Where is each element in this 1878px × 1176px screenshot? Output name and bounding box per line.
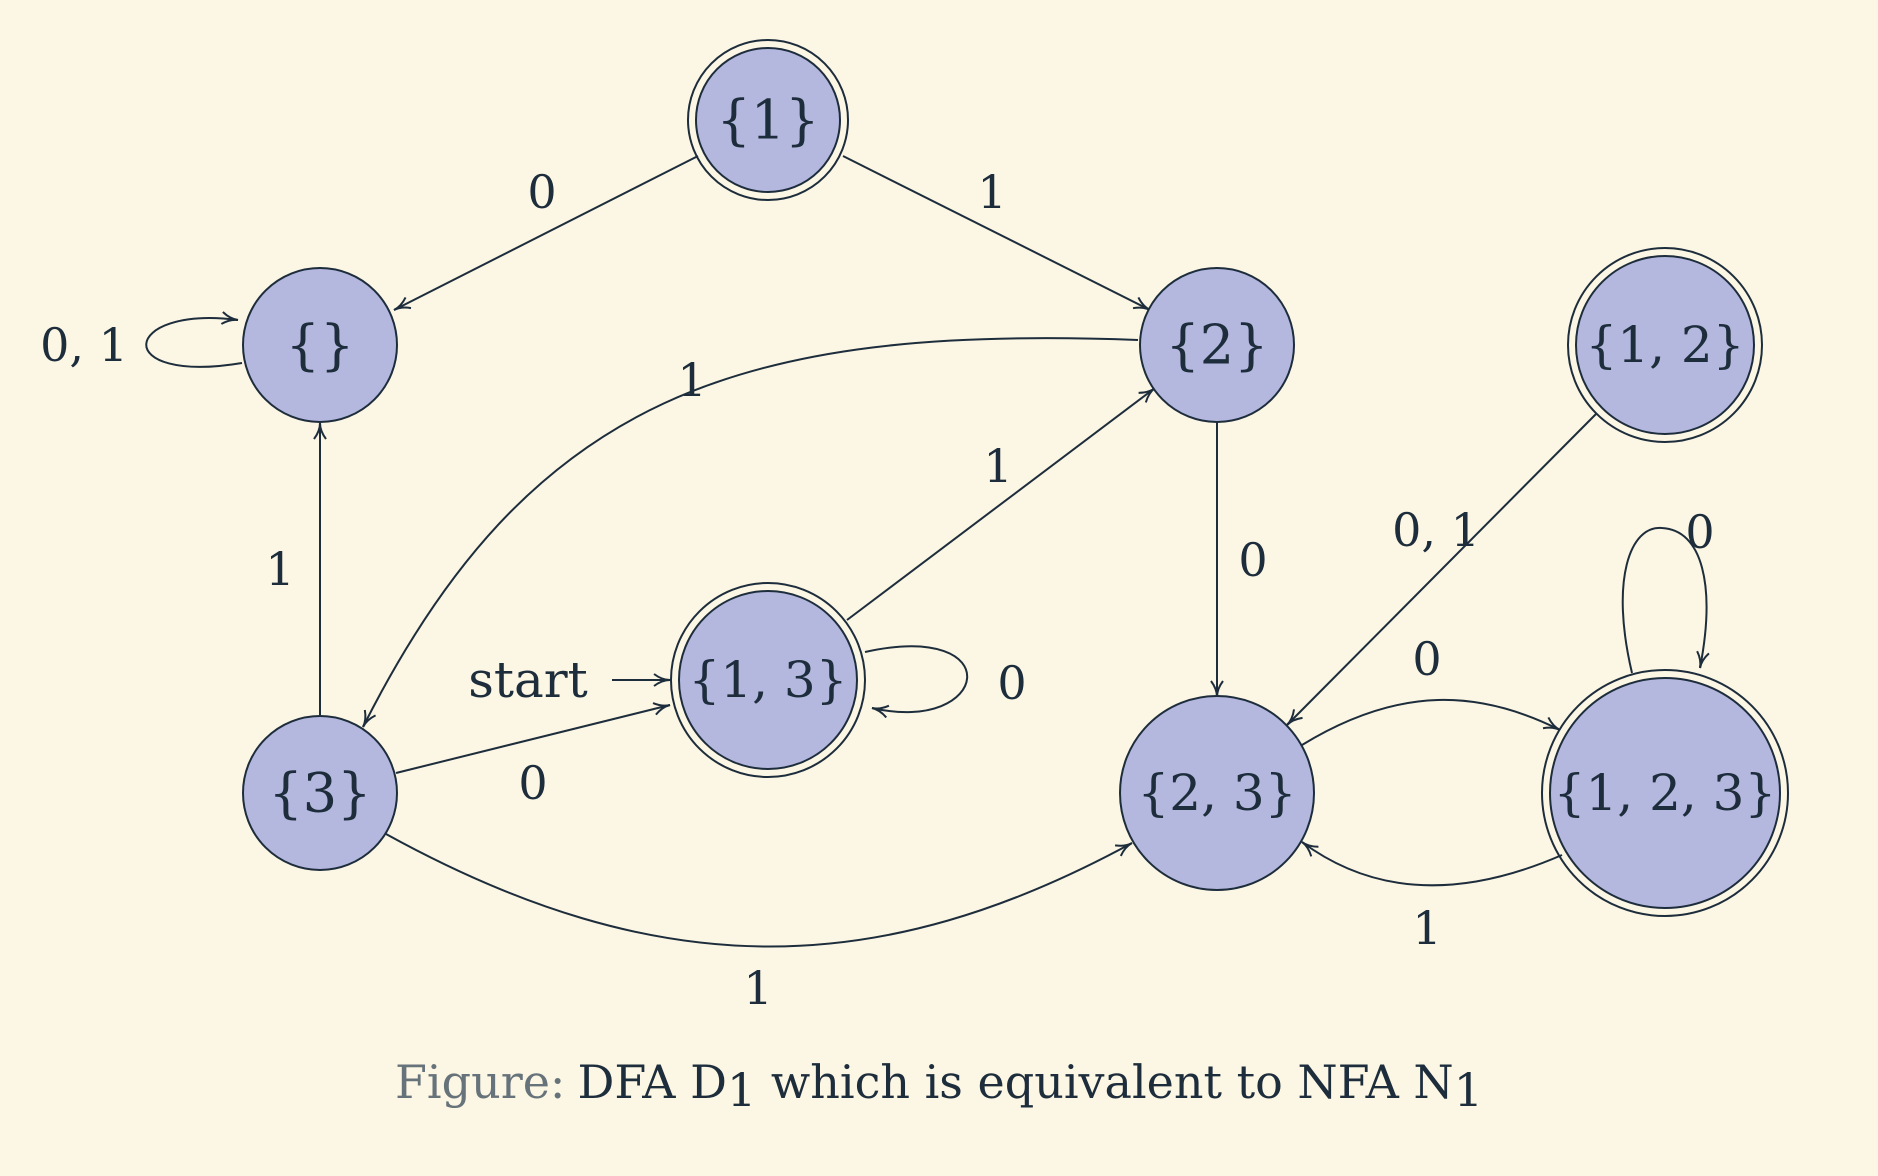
figure-caption: Figure:DFA D1 which is equivalent to NFA… [395, 1055, 1483, 1117]
edge-s3-to-s13 [395, 702, 671, 774]
state-empty-circle [242, 267, 398, 423]
edge-empty-self-loop [145, 311, 243, 368]
label-s3-to-s23: 1 [743, 961, 772, 1015]
state-s23: {2, 3} [1119, 695, 1315, 891]
state-s123-outer-ring [1541, 669, 1789, 917]
label-s2-to-s23: 0 [1238, 533, 1267, 587]
edge-s2-to-s3 [362, 337, 1139, 728]
caption-text-middle: which is equivalent to NFA N [756, 1055, 1453, 1109]
label-empty-self-loop: 0, 1 [40, 318, 128, 372]
caption-d-subscript: 1 [727, 1063, 756, 1117]
state-s12: {1, 2} [1567, 247, 1763, 443]
state-s123: {1, 2, 3} [1541, 669, 1789, 917]
state-s1: {1} [687, 39, 849, 201]
state-s13-circle [678, 590, 858, 770]
label-s123-self-loop: 0 [1685, 505, 1714, 559]
label-s12-to-s23: 0, 1 [1392, 503, 1480, 557]
label-s3-to-s13: 0 [518, 756, 547, 810]
state-empty: {} [242, 267, 398, 423]
state-s13-label: {1, 3} [688, 651, 847, 709]
state-s13: {1, 3} [670, 582, 866, 778]
state-s3: {3} [242, 715, 398, 871]
state-s23-label: {2, 3} [1137, 764, 1296, 822]
label-s123-to-s23: 1 [1412, 901, 1441, 955]
caption-prefix: Figure: [395, 1055, 565, 1109]
state-s12-outer-ring [1567, 247, 1763, 443]
state-s12-circle [1575, 255, 1755, 435]
label-s13-self-loop: 0 [997, 656, 1026, 710]
edge-s13-to-s2 [846, 387, 1156, 621]
state-s123-circle [1549, 677, 1781, 909]
edge-s123-to-s23 [1301, 841, 1563, 887]
label-s1-to-s2: 1 [977, 165, 1006, 219]
state-s12-label: {1, 2} [1585, 316, 1744, 374]
state-empty-label: {} [286, 314, 355, 377]
state-s123-label: {1, 2, 3} [1554, 764, 1777, 822]
caption-text-before-d: DFA D [577, 1055, 727, 1109]
edge-s123-self-loop [1621, 526, 1710, 674]
state-s1-label: {1} [716, 89, 819, 152]
caption-n-subscript: 1 [1454, 1063, 1483, 1117]
edge-s1-to-s2 [842, 155, 1151, 311]
state-s1-circle [695, 47, 841, 193]
label-s2-to-s3: 1 [677, 353, 706, 407]
label-s1-to-empty: 0 [527, 165, 556, 219]
state-s3-label: {3} [268, 762, 371, 825]
edge-s1-to-empty [393, 155, 699, 311]
state-s2-label: {2} [1165, 314, 1268, 377]
start-label: start [468, 651, 588, 709]
state-s13-outer-ring [670, 582, 866, 778]
label-s23-to-s123: 0 [1412, 632, 1441, 686]
edge-s3-to-s23 [385, 833, 1133, 948]
edge-s13-self-loop [864, 645, 969, 719]
edge-s23-to-s123 [1301, 698, 1561, 746]
state-s23-circle [1119, 695, 1315, 891]
state-s2: {2} [1139, 267, 1295, 423]
state-s2-circle [1139, 267, 1295, 423]
state-s3-circle [242, 715, 398, 871]
label-s3-to-empty: 1 [265, 542, 294, 596]
edge-s12-to-s23 [1286, 412, 1598, 726]
label-s13-to-s2: 1 [983, 439, 1012, 493]
state-s1-outer-ring [687, 39, 849, 201]
